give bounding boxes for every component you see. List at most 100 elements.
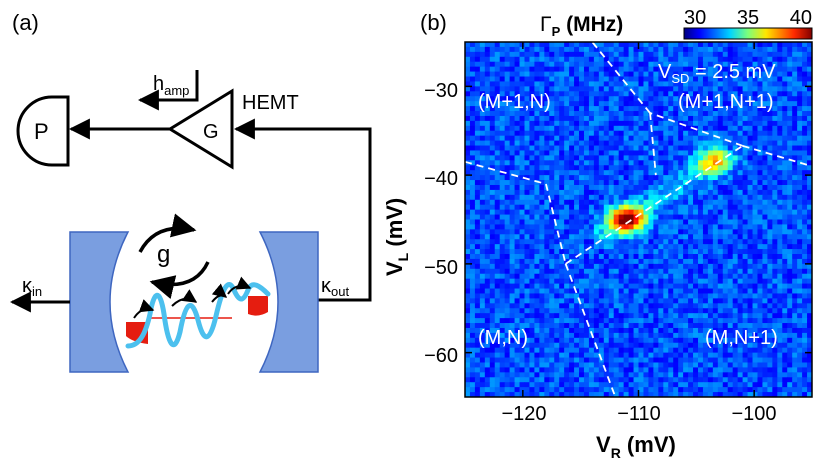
heatmap-cell: [613, 318, 620, 324]
heatmap-cell: [668, 244, 674, 250]
heatmap-cell: [593, 170, 600, 176]
heatmap-cell: [469, 160, 476, 166]
heatmap-cell: [465, 184, 471, 191]
heatmap-cell: [693, 323, 699, 329]
heatmap-cell: [514, 258, 521, 265]
heatmap-cell: [593, 258, 600, 265]
heatmap-cell: [519, 234, 526, 240]
heatmap-cell: [544, 377, 550, 383]
heatmap-cell: [569, 377, 575, 383]
heatmap-cell: [722, 101, 729, 107]
heatmap-cell: [717, 268, 724, 275]
heatmap-cell: [792, 234, 798, 240]
heatmap-cell: [707, 120, 714, 127]
heatmap-cell: [588, 199, 595, 206]
heatmap-cell: [554, 81, 560, 87]
heatmap-cell: [673, 66, 679, 73]
heatmap-cell: [777, 214, 783, 221]
heatmap-cell: [648, 51, 654, 58]
heatmap-cell: [752, 303, 759, 309]
heatmap-cell: [727, 254, 734, 260]
heatmap-cell: [564, 184, 570, 191]
heatmap-cell: [494, 249, 501, 255]
heatmap-cell: [574, 155, 580, 161]
heatmap-cell: [628, 66, 635, 73]
heatmap-cell: [474, 268, 481, 275]
heatmap-cell: [717, 239, 724, 245]
heatmap-cell: [752, 234, 759, 240]
heatmap-cell: [579, 229, 585, 235]
heatmap-cell: [504, 175, 511, 181]
heatmap-cell: [608, 377, 615, 383]
heatmap-cell: [613, 263, 620, 270]
heatmap-cell: [752, 71, 759, 78]
heatmap-cell: [608, 273, 615, 280]
heatmap-cell: [499, 372, 506, 378]
heatmap-cell: [489, 337, 496, 344]
heatmap-cell: [802, 91, 808, 97]
heatmap-cell: [583, 239, 590, 245]
heatmap-cell: [777, 254, 783, 260]
heatmap-cell: [514, 111, 521, 117]
heatmap-cell: [807, 71, 812, 78]
heatmap-cell: [489, 288, 496, 295]
heatmap-cell: [722, 327, 729, 334]
heatmap-cell: [643, 313, 650, 319]
heatmap-cell: [777, 125, 783, 132]
heatmap-cell: [673, 313, 679, 319]
heatmap-cell: [697, 101, 704, 107]
heatmap-cell: [529, 81, 535, 87]
heatmap-cell: [742, 160, 749, 166]
heatmap-cell: [489, 382, 496, 388]
heatmap-cell: [802, 362, 808, 369]
heatmap-cell: [509, 327, 516, 334]
heatmap-cell: [683, 367, 689, 373]
heatmap-cell: [499, 244, 506, 250]
heatmap-cell: [569, 209, 575, 216]
heatmap-cell: [732, 76, 739, 83]
heatmap-cell: [777, 111, 783, 117]
heatmap-cell: [757, 372, 764, 378]
heatmap-cell: [623, 46, 630, 53]
heatmap-cell: [712, 199, 719, 206]
heatmap-cell: [623, 293, 630, 299]
heatmap-cell: [712, 180, 719, 186]
heatmap-cell: [767, 140, 773, 147]
heatmap-cell: [772, 337, 778, 344]
heatmap-cell: [762, 194, 768, 201]
heatmap-cell: [643, 209, 650, 216]
heatmap-cell: [618, 372, 625, 378]
heatmap-cell: [465, 170, 471, 176]
heatmap-cell: [683, 342, 689, 349]
heatmap-cell: [633, 278, 640, 285]
heatmap-cell: [707, 204, 714, 211]
heatmap-cell: [747, 224, 754, 230]
heatmap-cell: [628, 283, 635, 290]
heatmap-cell: [519, 76, 526, 83]
heatmap-cell: [465, 313, 471, 319]
heatmap-cell: [613, 91, 620, 97]
heatmap-cell: [588, 229, 595, 235]
heatmap-cell: [722, 367, 729, 373]
heatmap-cell: [697, 71, 704, 78]
heatmap-cell: [727, 125, 734, 132]
heatmap-cell: [633, 42, 640, 48]
heatmap-cell: [554, 308, 560, 314]
heatmap-cell: [707, 180, 714, 186]
heatmap-cell: [569, 357, 575, 364]
heatmap-cell: [792, 106, 798, 112]
heatmap-cell: [524, 46, 531, 53]
heatmap-cell: [643, 184, 650, 191]
heatmap-cell: [658, 81, 664, 87]
heatmap-cell: [529, 249, 535, 255]
heatmap-cell: [633, 234, 640, 240]
heatmap-cell: [469, 61, 476, 68]
heatmap-cell: [494, 387, 501, 393]
heatmap-cell: [673, 357, 679, 364]
heatmap-cell: [792, 318, 798, 324]
heatmap-cell: [633, 66, 640, 73]
heatmap-cell: [559, 268, 565, 275]
heatmap-cell: [574, 160, 580, 166]
heatmap-cell: [603, 249, 610, 255]
heatmap-cell: [465, 268, 471, 275]
